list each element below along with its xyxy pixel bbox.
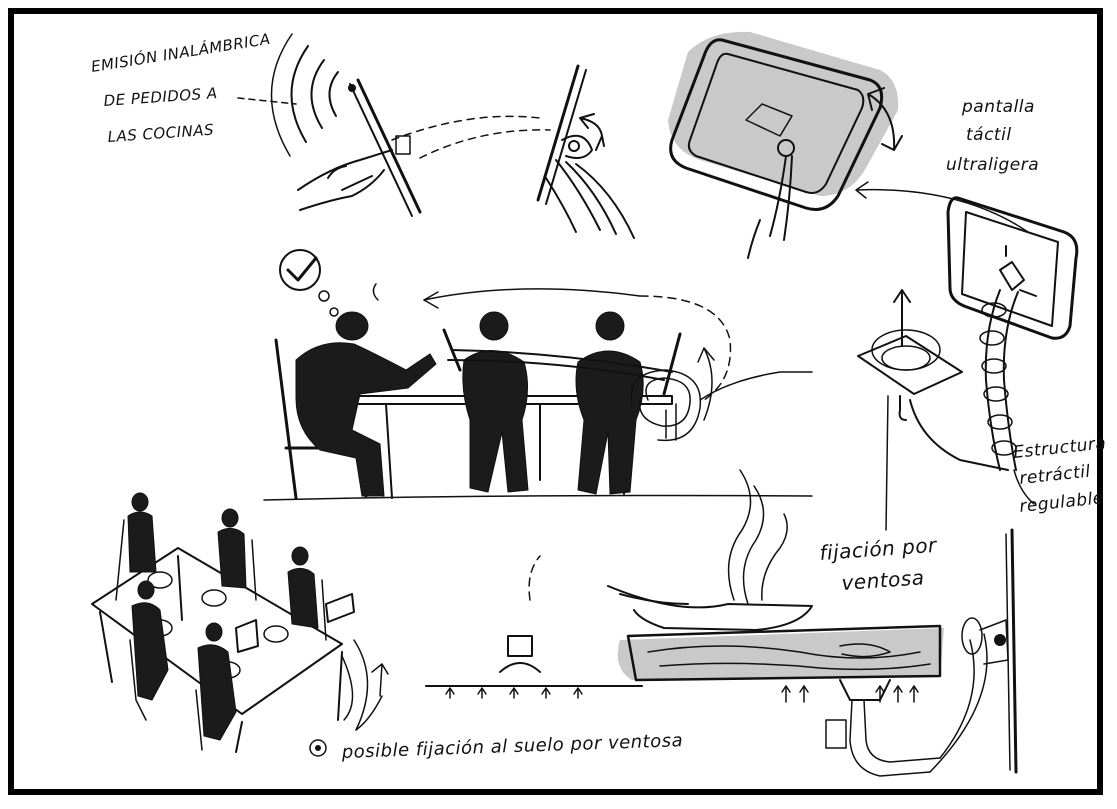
- wireless-label-line2: DE PEDIDOS A: [103, 84, 218, 110]
- group-table-sketch: [92, 493, 388, 756]
- wireless-label-line3: LAS COCINAS: [107, 121, 215, 146]
- diners-table-sketch: [264, 250, 812, 500]
- wireless-label: EMISIÓN INALÁMBRICA DE PEDIDOS A LAS COC…: [90, 29, 296, 146]
- structure-label-line2: retráctil: [1018, 462, 1091, 489]
- structure-label: Estructura retráctil regulable: [1012, 433, 1107, 517]
- suction-label-line2: ventosa: [841, 565, 926, 595]
- structure-label-line3: regulable: [1018, 488, 1104, 517]
- suction-label: fijación por ventosa: [819, 533, 939, 595]
- screen-label-line2: táctil: [966, 125, 1012, 145]
- tablet-on-arm-sketch: [538, 66, 634, 238]
- screen-label-line1: pantalla: [961, 97, 1035, 117]
- tilted-screen-sketch: [668, 32, 902, 258]
- structure-label-line1: Estructura: [1012, 433, 1107, 463]
- floor-suction-label: posible fijación al suelo por ventosa: [340, 730, 683, 763]
- wireless-label-line1: EMISIÓN INALÁMBRICA: [90, 29, 272, 76]
- suction-label-line1: fijación por: [819, 533, 939, 565]
- wireless-tablet-sketch: [271, 34, 550, 216]
- screen-label-line3: ultraligera: [946, 155, 1039, 175]
- floor-suction-sketch: [426, 556, 642, 698]
- screen-label: pantalla táctil ultraligera: [946, 97, 1039, 175]
- floor-suction-label-text: posible fijación al suelo por ventosa: [340, 730, 683, 763]
